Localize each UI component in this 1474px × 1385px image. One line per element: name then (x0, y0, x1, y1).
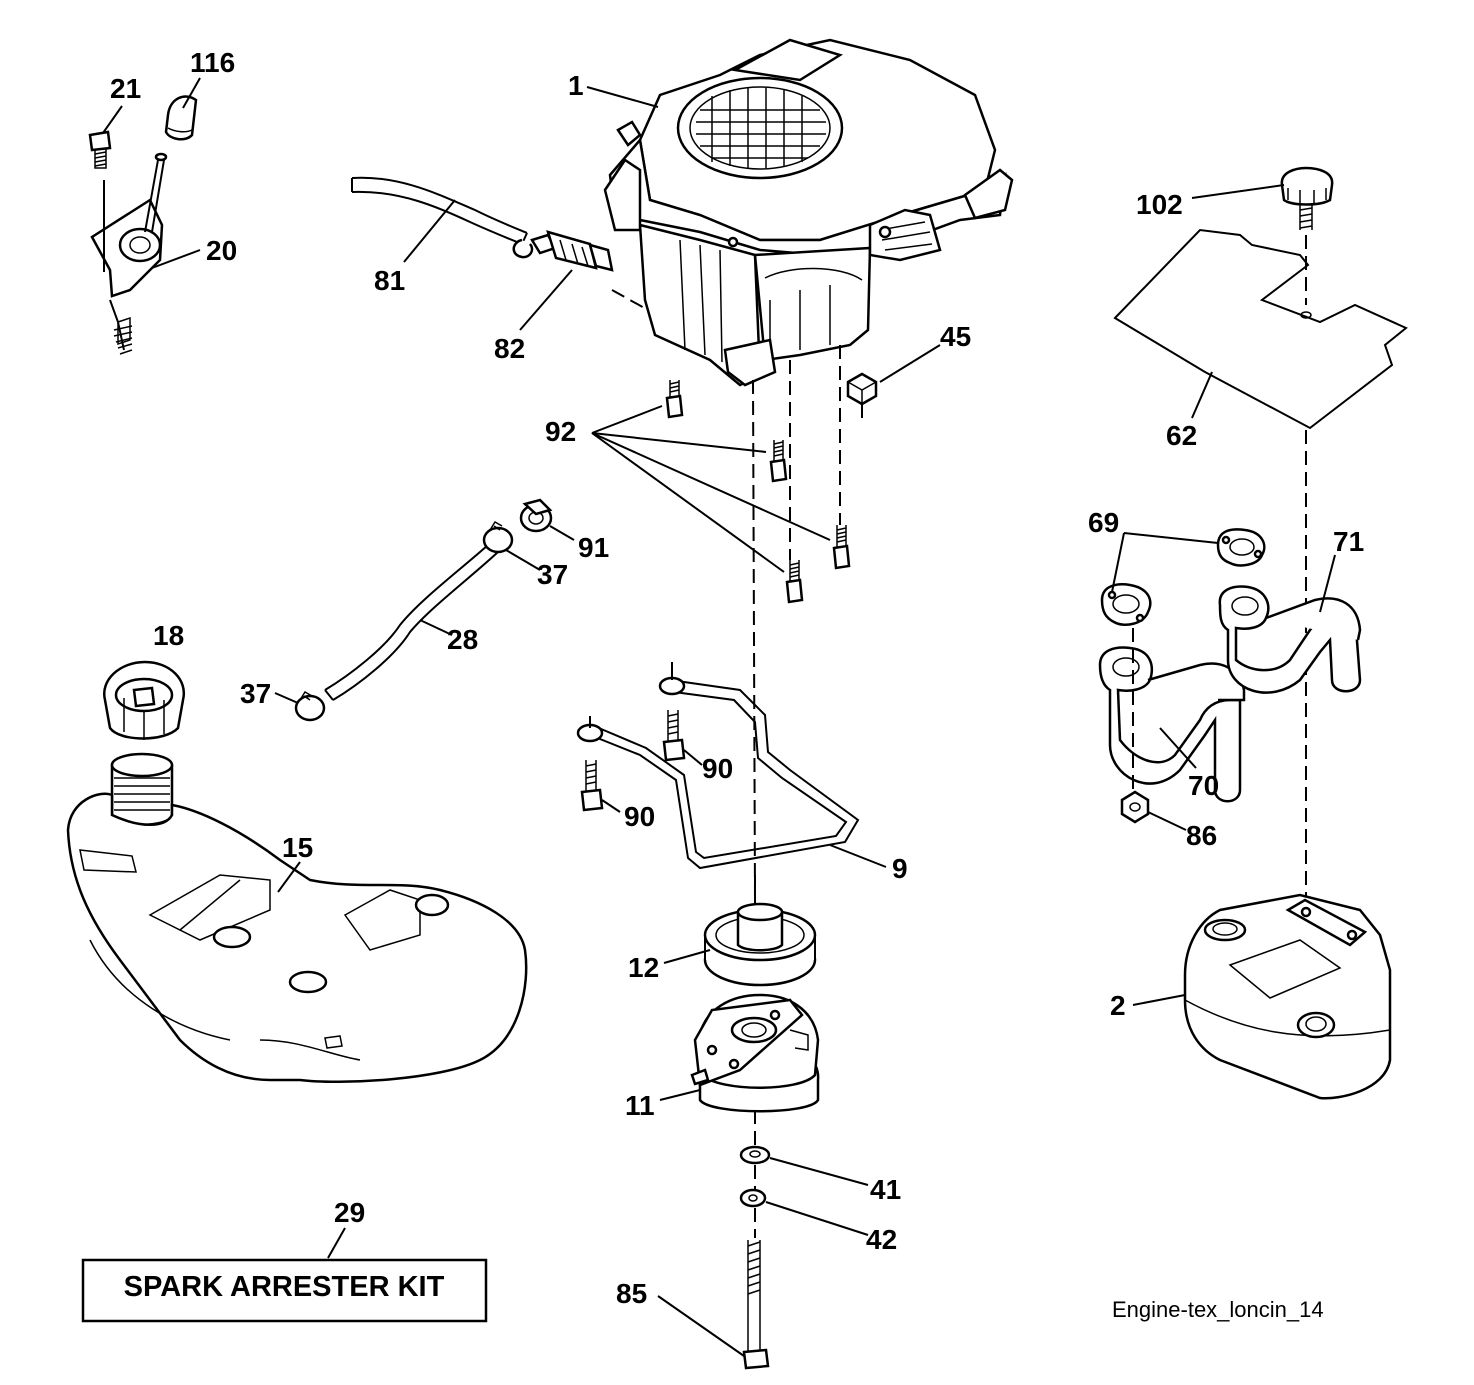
electric-clutch-11 (690, 993, 820, 1113)
bolt-90-upper (662, 710, 686, 762)
callout-12: 12 (628, 952, 659, 983)
callout-42: 42 (866, 1224, 897, 1255)
callout-11: 11 (625, 1090, 655, 1121)
knob-icon (164, 95, 198, 141)
callout-102: 102 (1136, 189, 1183, 220)
callout-21: 21 (110, 73, 141, 104)
callout-45: 45 (940, 321, 971, 352)
callout-90-lower: 90 (624, 801, 655, 832)
pulley-12 (703, 902, 817, 987)
exhaust-pipe-71 (1218, 585, 1362, 694)
exhaust-pipe-70 (1098, 646, 1246, 803)
lock-washer-42 (739, 1188, 767, 1208)
heat-shield-62 (1113, 228, 1408, 430)
muffler-2 (1183, 893, 1392, 1100)
clamp-37-lower (294, 690, 326, 722)
callout-41: 41 (870, 1174, 901, 1205)
file-name-label: Engine-tex_loncin_14 (1112, 1297, 1324, 1322)
callout-37-upper: 37 (537, 559, 568, 590)
screw-102 (1280, 166, 1334, 230)
callout-62: 62 (1166, 420, 1197, 451)
callout-37-lower: 37 (240, 678, 271, 709)
spark-arrester-kit-label: SPARK ARRESTER KIT (124, 1271, 445, 1303)
bolt-90-lower (580, 760, 604, 812)
callout-116: 116 (190, 47, 235, 78)
callout-71: 71 (1333, 526, 1364, 557)
callout-2: 2 (1110, 990, 1126, 1021)
bushing-91 (519, 498, 553, 533)
bolt-icon (88, 130, 112, 169)
belt-guide-9 (576, 676, 860, 870)
fuel-line-28 (324, 544, 499, 701)
callout-labels: 1 2 9 11 12 15 18 20 21 28 29 37 37 41 4… (110, 47, 1364, 1322)
leader-lines (102, 77, 1336, 1357)
spark-arrester-kit-box (81, 1258, 488, 1323)
nut-45 (846, 372, 878, 406)
gasket-69-upper (1216, 528, 1266, 567)
gasket-69-lower (1100, 583, 1152, 626)
callout-82: 82 (494, 333, 525, 364)
callout-92: 92 (545, 416, 576, 447)
callout-1: 1 (568, 70, 584, 101)
callout-90-upper: 90 (702, 753, 733, 784)
callout-86: 86 (1186, 820, 1217, 851)
washer-41 (739, 1145, 771, 1165)
throttle-control-assembly (88, 95, 198, 355)
callout-15: 15 (282, 832, 313, 863)
engine-drawing (603, 38, 1014, 387)
callout-85: 85 (616, 1278, 647, 1309)
engine-mount-bolts-92 (591, 380, 851, 604)
callout-29: 29 (334, 1197, 365, 1228)
fuel-filter-82 (512, 230, 614, 272)
fuel-cap-18 (102, 660, 186, 740)
nut-86 (1120, 790, 1150, 824)
callout-20: 20 (206, 235, 237, 266)
air-intake-screen-icon (696, 88, 826, 168)
callout-69: 69 (1088, 507, 1119, 538)
callout-91: 91 (578, 532, 609, 563)
callout-18: 18 (153, 620, 184, 651)
fuel-tank-15 (66, 752, 528, 1084)
bolt-85 (742, 1240, 770, 1370)
fuel-hose-81 (351, 176, 528, 245)
callout-28: 28 (447, 624, 478, 655)
callout-9: 9 (892, 853, 908, 884)
callout-81: 81 (374, 265, 405, 296)
clamp-37-upper (482, 520, 514, 554)
callout-70: 70 (1188, 770, 1219, 801)
